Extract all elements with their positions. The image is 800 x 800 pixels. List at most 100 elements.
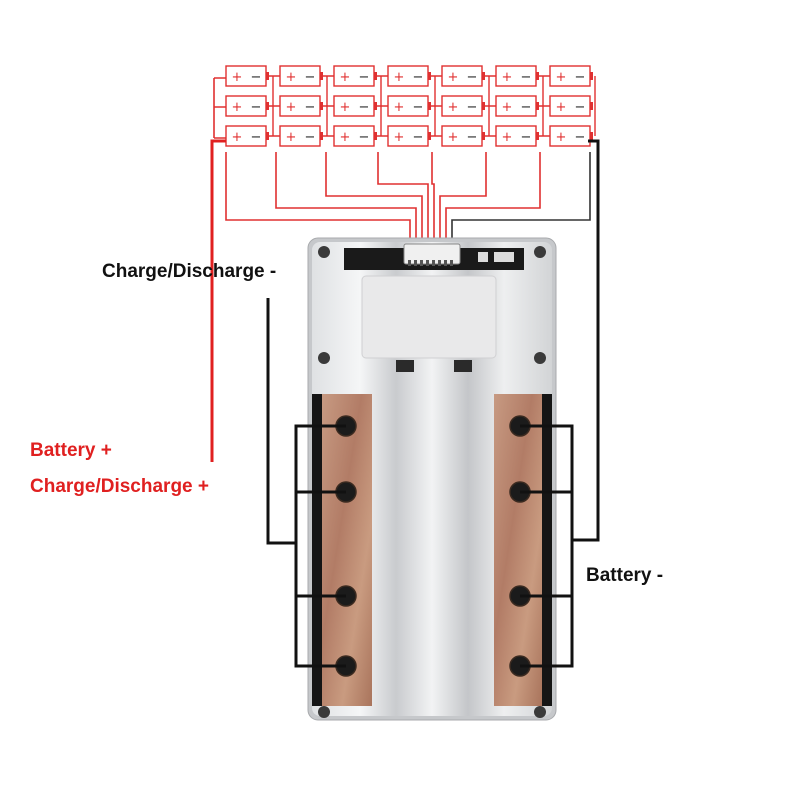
connector-pins [408,260,453,266]
cell-plus-sign: + [340,100,351,115]
product-label-sticker [361,275,497,359]
battery-cell-grid: +−+−+−+−+−+−+−+−+−+−+−+−+−+−+−+−+−+−+−+−… [225,65,596,147]
battery-positive-wire [210,139,226,462]
cell-minus-sign: − [251,70,262,85]
cell-plus-sign: + [394,100,405,115]
battery-cell-terminal [320,102,323,110]
cell-minus-sign: − [467,70,478,85]
battery-cell: +− [495,65,539,87]
charge-discharge-negative-label: Charge/Discharge - [102,261,277,282]
battery-cell: +− [441,65,485,87]
battery-negative-wire [572,139,600,542]
battery-cell: +− [549,125,593,147]
balance-sense-wire-last [451,152,591,248]
cell-plus-sign: + [286,70,297,85]
cell-minus-sign: − [413,100,424,115]
cell-plus-sign: + [232,100,243,115]
cell-minus-sign: − [359,130,370,145]
battery-cell-terminal [428,102,431,110]
cell-plus-sign: + [556,70,567,85]
battery-cell: +− [333,95,377,117]
battery-cell-terminal [590,72,593,80]
battery-cell: +− [333,65,377,87]
copper-bus-bar-right [494,394,542,706]
charge-discharge-cable-bundle [294,424,346,668]
charge-discharge-positive-label: Charge/Discharge + [30,476,209,497]
battery-cell: +− [549,95,593,117]
cell-minus-sign: − [251,100,262,115]
battery-cell-terminal [536,72,539,80]
cell-minus-sign: − [305,100,316,115]
cell-plus-sign: + [394,130,405,145]
battery-cell-terminal [320,72,323,80]
battery-cell: +− [495,125,539,147]
cell-plus-sign: + [502,100,513,115]
battery-cell-terminal [266,72,269,80]
cell-minus-sign: − [467,100,478,115]
cell-minus-sign: − [359,100,370,115]
battery-cell: +− [225,125,269,147]
battery-cell: +− [225,65,269,87]
cell-minus-sign: − [575,100,586,115]
cell-minus-sign: − [575,130,586,145]
battery-cell: +− [225,95,269,117]
cell-minus-sign: − [305,70,316,85]
cell-minus-sign: − [359,70,370,85]
cell-minus-sign: − [521,70,532,85]
cell-minus-sign: − [413,130,424,145]
battery-cell-terminal [374,72,377,80]
cell-plus-sign: + [394,70,405,85]
cell-minus-sign: − [251,130,262,145]
battery-cell-terminal [590,102,593,110]
battery-cell-terminal [266,102,269,110]
battery-cell-terminal [266,132,269,140]
cell-plus-sign: + [286,100,297,115]
battery-cell: +− [387,65,431,87]
battery-cell-terminal [482,102,485,110]
cell-plus-sign: + [502,130,513,145]
cell-plus-sign: + [448,70,459,85]
battery-negative-label: Battery - [586,565,664,586]
cell-plus-sign: + [340,130,351,145]
mounting-screws [318,246,546,718]
battery-cell: +− [495,95,539,117]
cell-plus-sign: + [232,130,243,145]
battery-cell-terminal [374,132,377,140]
battery-cell-terminal [536,102,539,110]
battery-cell: +− [387,95,431,117]
cell-plus-sign: + [340,70,351,85]
copper-bus-bar-left [322,394,372,706]
battery-cell: +− [279,95,323,117]
battery-cell: +− [279,65,323,87]
battery-cell: +− [333,125,377,147]
cell-minus-sign: − [521,130,532,145]
cell-plus-sign: + [556,100,567,115]
cell-plus-sign: + [232,70,243,85]
balance-sense-wires [213,77,541,248]
cell-plus-sign: + [448,130,459,145]
cell-minus-sign: − [575,70,586,85]
cell-minus-sign: − [467,130,478,145]
battery-cell: +− [387,125,431,147]
cell-plus-sign: + [286,130,297,145]
battery-cell-terminal [590,132,593,140]
battery-cell: +− [279,125,323,147]
battery-cell: +− [549,65,593,87]
battery-cell-terminal [374,102,377,110]
battery-cell-terminal [428,72,431,80]
battery-positive-label: Battery + [30,440,112,461]
battery-cell-terminal [536,132,539,140]
battery-cell-terminal [482,72,485,80]
battery-negative-cable-bundle [520,424,574,668]
cell-plus-sign: + [448,100,459,115]
battery-cell: +− [441,125,485,147]
cell-plus-sign: + [556,130,567,145]
cell-minus-sign: − [413,70,424,85]
battery-cell-terminal [428,132,431,140]
battery-cell-terminal [320,132,323,140]
bms-board [307,237,557,721]
cell-minus-sign: − [521,100,532,115]
cell-plus-sign: + [502,70,513,85]
battery-cell-terminal [482,132,485,140]
